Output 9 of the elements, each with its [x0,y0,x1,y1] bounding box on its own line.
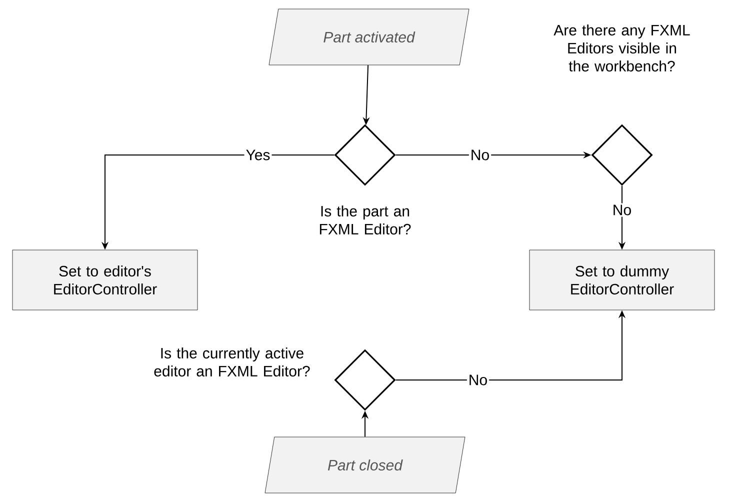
edge-label: No [466,373,490,387]
edge-label: No [468,148,492,162]
question-text: Is the part an FXML Editor? [320,206,411,234]
process-box: Set to dummy EditorController [529,250,715,310]
edge-label: No [610,203,634,217]
question-text: Is the currently active editor an FXML Editor? [154,348,310,376]
process-box: Set to editor's EditorController [12,250,198,310]
edge-label: Yes [244,148,272,162]
question-text: Are there any FXML Editors visible in the workbench? [554,24,690,72]
